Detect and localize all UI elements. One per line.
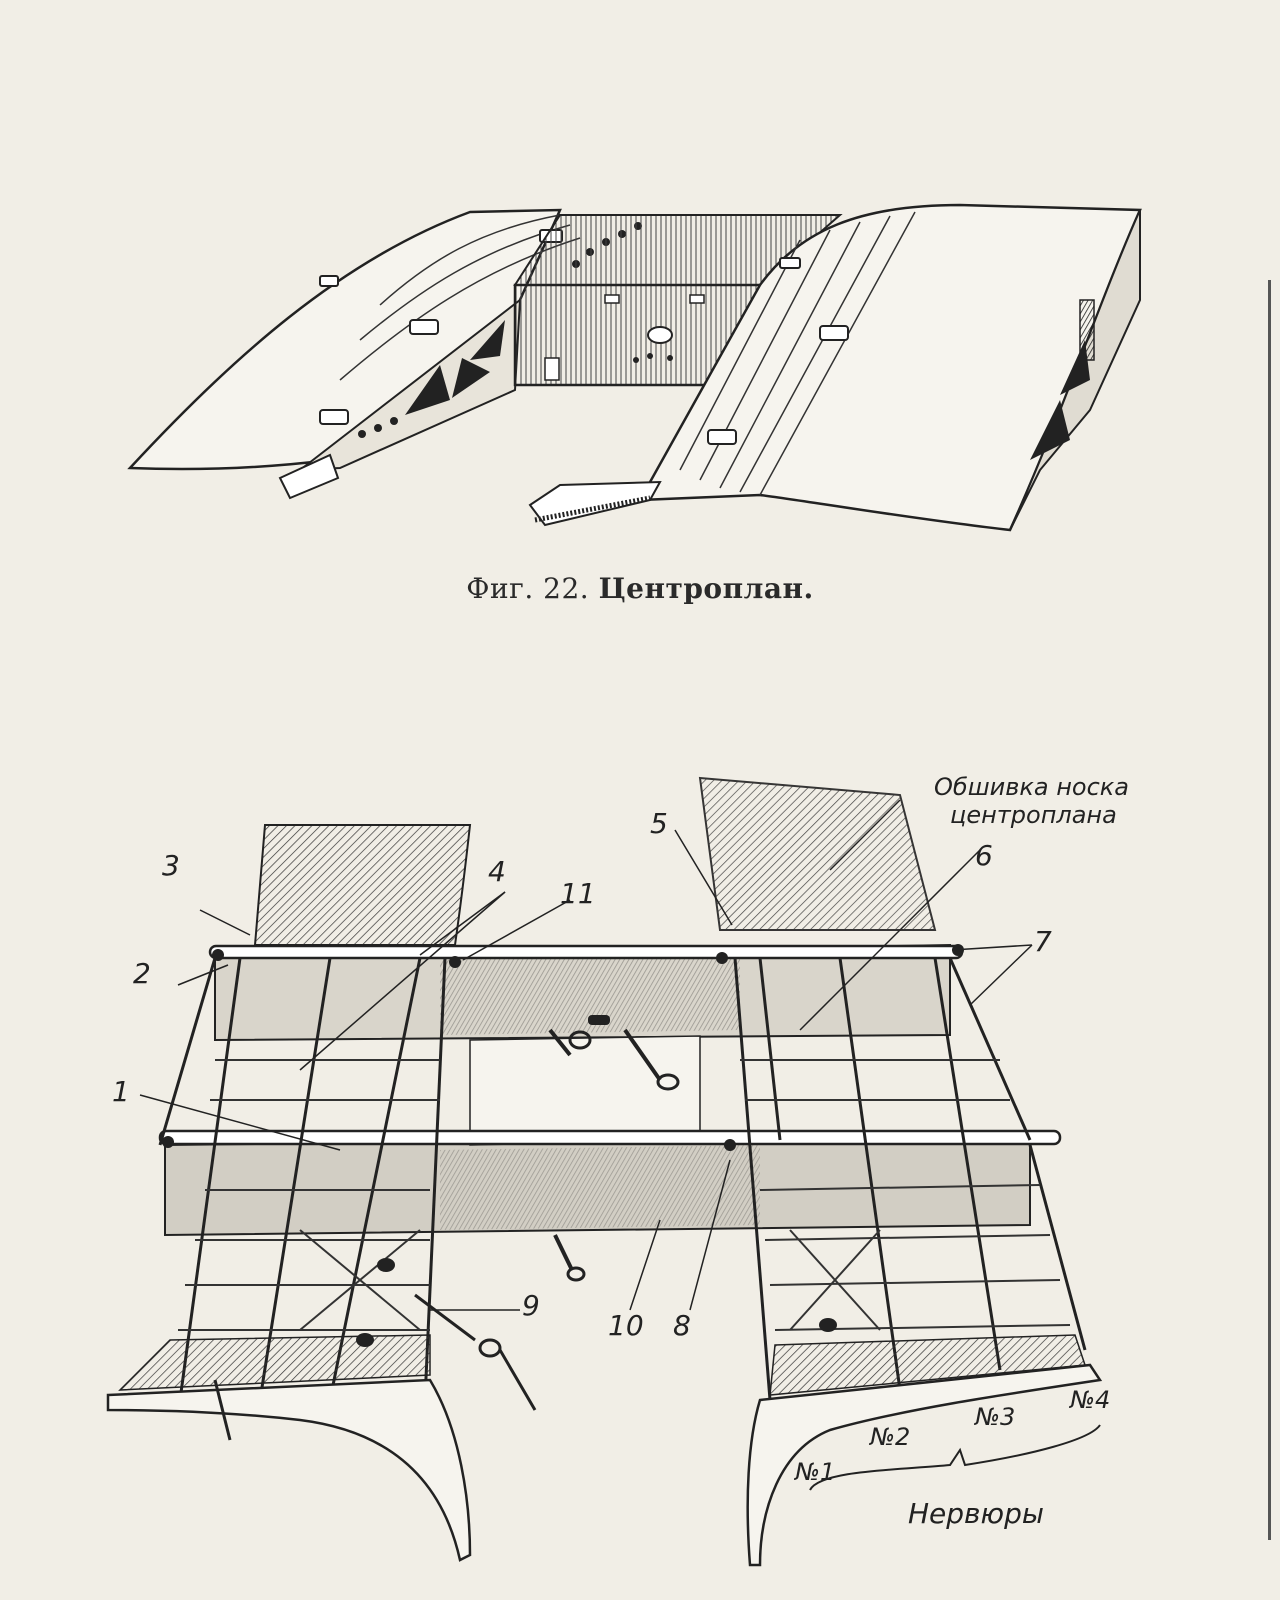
nose-skin-label-line2: центроплана xyxy=(950,801,1117,829)
callout-3: 3 xyxy=(162,849,180,882)
rib-label-1: №1 xyxy=(795,1458,836,1486)
caption-title: Центроплан. xyxy=(598,572,814,605)
callout-5: 5 xyxy=(650,807,668,840)
callout-8: 8 xyxy=(673,1309,691,1342)
rib-label-2: №2 xyxy=(870,1423,911,1451)
callout-2: 2 xyxy=(133,957,151,990)
right-wing-section xyxy=(528,203,1142,532)
nose-skin-label-line1: Обшивка носка xyxy=(934,773,1129,801)
caption-prefix: Фиг. xyxy=(466,572,534,605)
callout-10: 10 xyxy=(608,1309,644,1342)
rib-label-3: №3 xyxy=(975,1403,1016,1431)
ribs-group-label: Нервюры xyxy=(908,1497,1045,1530)
left-wing-section xyxy=(127,208,642,500)
callout-4: 4 xyxy=(488,855,506,888)
callout-6: 6 xyxy=(975,839,993,872)
caption-number: 22. xyxy=(543,572,590,605)
callout-11: 11 xyxy=(560,877,596,910)
callout-1: 1 xyxy=(112,1075,130,1108)
callout-9: 9 xyxy=(522,1289,540,1322)
centerplane-frame-drawing xyxy=(106,776,1103,1567)
page-edge-line xyxy=(1268,280,1271,1540)
figure-22-caption: Фиг. 22. Центроплан. xyxy=(0,572,1280,605)
callout-7: 7 xyxy=(1034,925,1052,958)
rib-label-4: №4 xyxy=(1070,1386,1111,1414)
